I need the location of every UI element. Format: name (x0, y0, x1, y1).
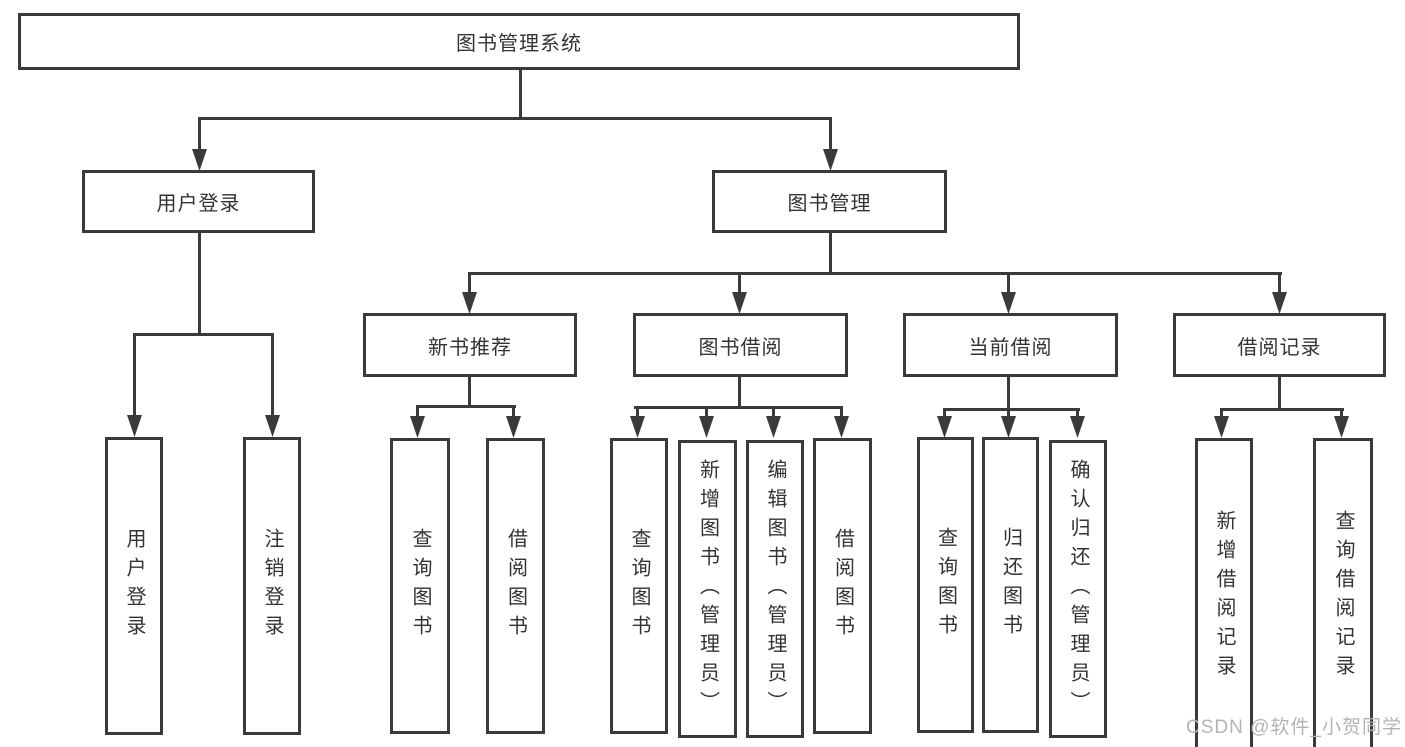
arrow-down-icon (1070, 416, 1085, 438)
node-library-management-system: 图书管理系统 (18, 13, 1020, 70)
connector-leaf-stem (1220, 408, 1223, 418)
arrow-down-icon (127, 415, 142, 437)
node-borrowing-records: 借阅记录 (1173, 313, 1386, 377)
connector-leaf-stem (468, 272, 471, 296)
connector-stem (468, 374, 471, 407)
connector-stem (738, 374, 741, 408)
node-label: 新书推荐 (428, 336, 512, 359)
node-label: 查询图书 (628, 528, 650, 644)
leaf-edit-books-admin: 编辑图书（管理员） (746, 440, 804, 738)
node-label: 用户登录 (123, 528, 145, 644)
arrow-down-icon (410, 416, 425, 438)
connector-user-login-branch (133, 333, 274, 336)
connector-leaf-stem (416, 405, 419, 418)
node-label: 借阅图书 (831, 528, 854, 644)
arrow-down-icon (506, 416, 521, 438)
connector-leaf-stem (133, 333, 136, 417)
leaf-add-borrow-record: 新增借阅记录 (1195, 438, 1253, 747)
connector-leaf-stem (636, 406, 639, 418)
connector-branch (634, 406, 843, 409)
node-label: 注销登录 (261, 528, 283, 644)
node-user-login: 用户登录 (82, 170, 315, 233)
leaf-borrow-books-recommend: 借阅图书 (486, 438, 545, 734)
connector-branch (1220, 408, 1344, 411)
arrow-down-icon (1272, 292, 1287, 314)
arrow-down-icon (766, 416, 781, 438)
arrow-down-icon (1214, 416, 1229, 438)
leaf-confirm-return-admin: 确认归还（管理员） (1049, 440, 1107, 738)
leaf-return-books: 归还图书 (982, 437, 1039, 733)
connector-stem (1278, 374, 1281, 410)
arrow-down-icon (732, 292, 747, 314)
arrow-down-icon (823, 149, 838, 171)
leaf-add-books-admin: 新增图书（管理员） (678, 440, 737, 738)
connector-leaf-stem (1278, 272, 1281, 296)
node-label: 新增图书（管理员） (696, 458, 719, 720)
arrow-down-icon (192, 149, 207, 171)
connector-leaf-stem (772, 406, 775, 418)
connector-leaf-stem (271, 333, 274, 417)
connector-user-login-down (198, 231, 201, 336)
node-label: 查询借阅记录 (1332, 510, 1354, 684)
node-label: 新增借阅记录 (1213, 510, 1235, 684)
connector-root-stem (519, 70, 522, 120)
connector-leaf-stem (1007, 272, 1010, 296)
arrow-down-icon (834, 416, 849, 438)
leaf-user-login: 用户登录 (105, 437, 163, 735)
node-label: 当前借阅 (968, 336, 1053, 359)
node-book-borrowing: 图书借阅 (633, 313, 848, 377)
arrow-down-icon (265, 415, 280, 437)
connector-level2-branch (198, 117, 832, 120)
connector-branch (943, 408, 1080, 411)
arrow-down-icon (462, 292, 477, 314)
leaf-query-books-recommend: 查询图书 (390, 438, 450, 734)
node-label: 借阅记录 (1237, 336, 1322, 359)
node-book-management: 图书管理 (712, 170, 947, 233)
node-label: 确认归还（管理员） (1067, 458, 1089, 720)
leaf-query-borrow-record: 查询借阅记录 (1313, 438, 1373, 747)
leaf-query-books-current: 查询图书 (917, 437, 974, 733)
csdn-watermark: CSDN @软件_小贺同学 (1186, 717, 1402, 738)
node-label: 编辑图书（管理员） (764, 458, 786, 720)
connector-user-login-stem (198, 117, 201, 153)
connector-leaf-stem (705, 406, 708, 418)
node-label: 图书借阅 (698, 336, 783, 359)
node-label: 用户登录 (156, 193, 241, 215)
node-label: 图书管理系统 (456, 33, 582, 55)
node-label: 归还图书 (999, 527, 1022, 643)
arrow-down-icon (1001, 416, 1016, 438)
leaf-query-books-borrow: 查询图书 (610, 438, 668, 734)
node-label: 图书管理 (787, 193, 872, 215)
connector-leaf-stem (1076, 408, 1079, 418)
connector-stem (1007, 374, 1010, 410)
leaf-logout: 注销登录 (243, 437, 301, 735)
connector-book-mgmt-stem (829, 117, 832, 153)
arrow-down-icon (937, 416, 952, 438)
connector-leaf-stem (840, 406, 843, 418)
node-label: 借阅图书 (504, 528, 527, 644)
leaf-borrow-books: 借阅图书 (813, 438, 872, 734)
node-new-book-recommendation: 新书推荐 (363, 313, 577, 377)
connector-leaf-stem (943, 408, 946, 418)
connector-book-mgmt-down (829, 231, 832, 275)
arrow-down-icon (1334, 416, 1349, 438)
connector-leaf-stem (512, 405, 515, 418)
connector-leaf-stem (1007, 408, 1010, 418)
arrow-down-icon (699, 416, 714, 438)
arrow-down-icon (1001, 292, 1016, 314)
connector-leaf-stem (738, 272, 741, 296)
connector-level3-branch (468, 272, 1282, 275)
arrow-down-icon (630, 416, 645, 438)
node-current-borrowing: 当前借阅 (903, 313, 1118, 377)
connector-leaf-stem (1340, 408, 1343, 418)
connector-branch (416, 405, 516, 408)
node-label: 查询图书 (409, 528, 431, 644)
node-label: 查询图书 (934, 527, 957, 643)
